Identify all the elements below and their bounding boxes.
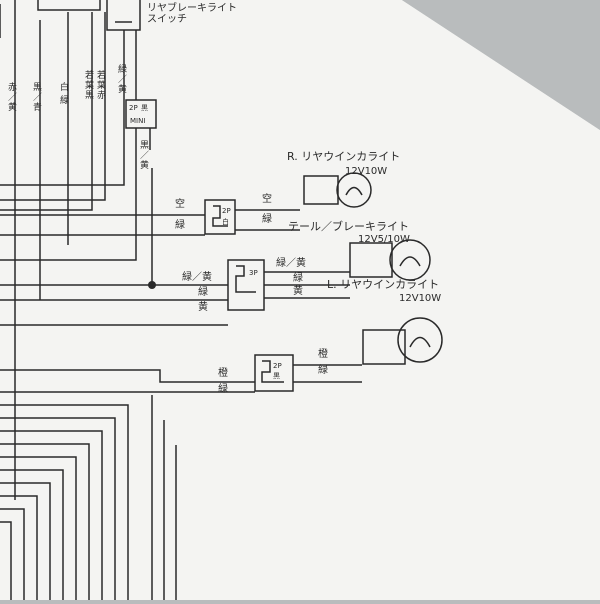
c3-pins: 2P [273,362,282,370]
fan-wire-3 [0,430,103,600]
wire-green-yellow-mid [0,150,137,261]
wire-label-red: 赤 [8,82,17,93]
connector-c1 [204,199,236,235]
wire-label-by-b: ／ [140,150,149,161]
wire-label-lblue1: 若 [85,69,94,81]
wire-label-black-blue: 青 [33,101,42,113]
wire-label-white: 白 [60,81,69,93]
label-green-right2: 緑 [318,363,328,376]
c1-color: 白 [222,217,229,226]
wire-label-gy-top-b: ／ [118,74,127,85]
label-y-left: 黄 [198,300,208,313]
fan-wire-1 [0,404,129,600]
l-winker-socket [362,329,406,365]
l-winker-label: L. リヤウインカライト [327,278,439,291]
wire-label-lblue2-c: 赤 [97,90,106,101]
wire-orange-to-c3 [0,369,255,383]
wire-label-gy-top: 緑 [118,63,127,75]
wire-label-black-slash: ／ [33,92,42,103]
tail-filament [399,256,421,267]
mini-connector [125,99,157,129]
top-wire-labels: 赤 ／ 黄 黒 ／ 青 白 緑 若 葉 黒 若 葉 赤 緑 ／ 黄 黒 ／ 黄 [8,63,149,171]
top-connector-left [0,0,101,38]
wire-label-black: 黒 [33,82,42,93]
label-g-left: 緑 [198,285,208,298]
label-gy-right: 緑／黄 [276,256,306,269]
label-green-right: 緑 [262,212,272,225]
mini-connector-leads [135,128,151,150]
tail-socket [349,242,393,278]
l-winker-bulb-icon [397,317,443,363]
wire-bundle [0,0,443,600]
connector-c2-body [235,265,256,293]
wire-label-lblue2: 若 [97,69,106,81]
r-winker-bulb-icon [336,172,372,208]
c1-pins: 2P [222,207,231,215]
wire-green-yellow-top [0,30,125,186]
horizontal-wire-labels: 空 緑 空 緑 緑／黄 緑 黄 緑／黄 緑 黄 橙 緑 橙 緑 [175,192,328,395]
wire-label-by: 黒 [140,140,149,151]
tail-bulb-icon [389,239,431,281]
connector-c1-body [212,205,228,227]
c2-pins: 3P [249,269,258,277]
wire-label-lblue2-b: 葉 [97,79,106,91]
wire-lblue-red [0,12,106,201]
connector-labels: 2P 黒 MINI 2P 白 3P 2P 黒 [129,104,282,380]
r-winker-label: R. リヤウインカライト [287,150,400,163]
fan-wire-4 [0,443,90,600]
wire-label-lblue1-c: 黒 [85,90,94,101]
junction-dot [148,281,156,289]
fan-wire-8 [0,495,38,600]
label-sky-right: 空 [262,192,272,205]
wire-lblue-black [0,12,93,211]
fan-wire-6 [0,469,64,600]
background-shadow [402,0,600,130]
wire-label-lblue1-b: 葉 [85,79,94,91]
r-winker-spec: 12V10W [345,166,387,177]
wire-label-by-c: 黄 [140,159,149,171]
l-winker-spec: 12V10W [399,293,441,304]
label-green-left2: 緑 [218,382,228,395]
label-y-right: 黄 [293,284,303,297]
fan-wire-7 [0,482,51,600]
label-gy-left: 緑／黄 [182,270,212,283]
wire-label-red-yellow: 黄 [8,101,17,113]
label-g-right: 緑 [293,271,303,284]
label-green-left: 緑 [175,218,185,231]
brake-switch-label-2: スイッチ [147,13,187,25]
label-orange-right: 橙 [318,347,328,360]
mini-tag: MINI [130,117,145,125]
wire-label-gy-top-c: 黄 [118,83,127,95]
label-sky-left: 空 [175,197,185,210]
tail-spec: 12V5/10W [358,234,410,245]
fan-wire-5 [0,456,77,600]
brake-switch-label: リヤブレーキライト [147,1,237,14]
l-winker-filament [409,336,431,348]
tail-label: テール／ブレーキライト [288,219,409,233]
label-orange-left: 橙 [218,366,228,379]
connector-c3 [254,354,294,392]
wire-label-white-green: 緑 [60,94,69,106]
mini-pins: 2P [129,104,138,112]
r-winker-socket [303,175,339,205]
wire-label-red-slash: ／ [8,92,17,103]
c3-color: 黒 [273,372,280,380]
r-winker-filament [345,186,363,196]
fan-wire-2 [0,417,116,600]
connector-c3-body [261,360,284,383]
fan-wire-10 [0,521,12,600]
fan-wire-9 [0,508,25,600]
mini-color: 黒 [141,104,148,112]
